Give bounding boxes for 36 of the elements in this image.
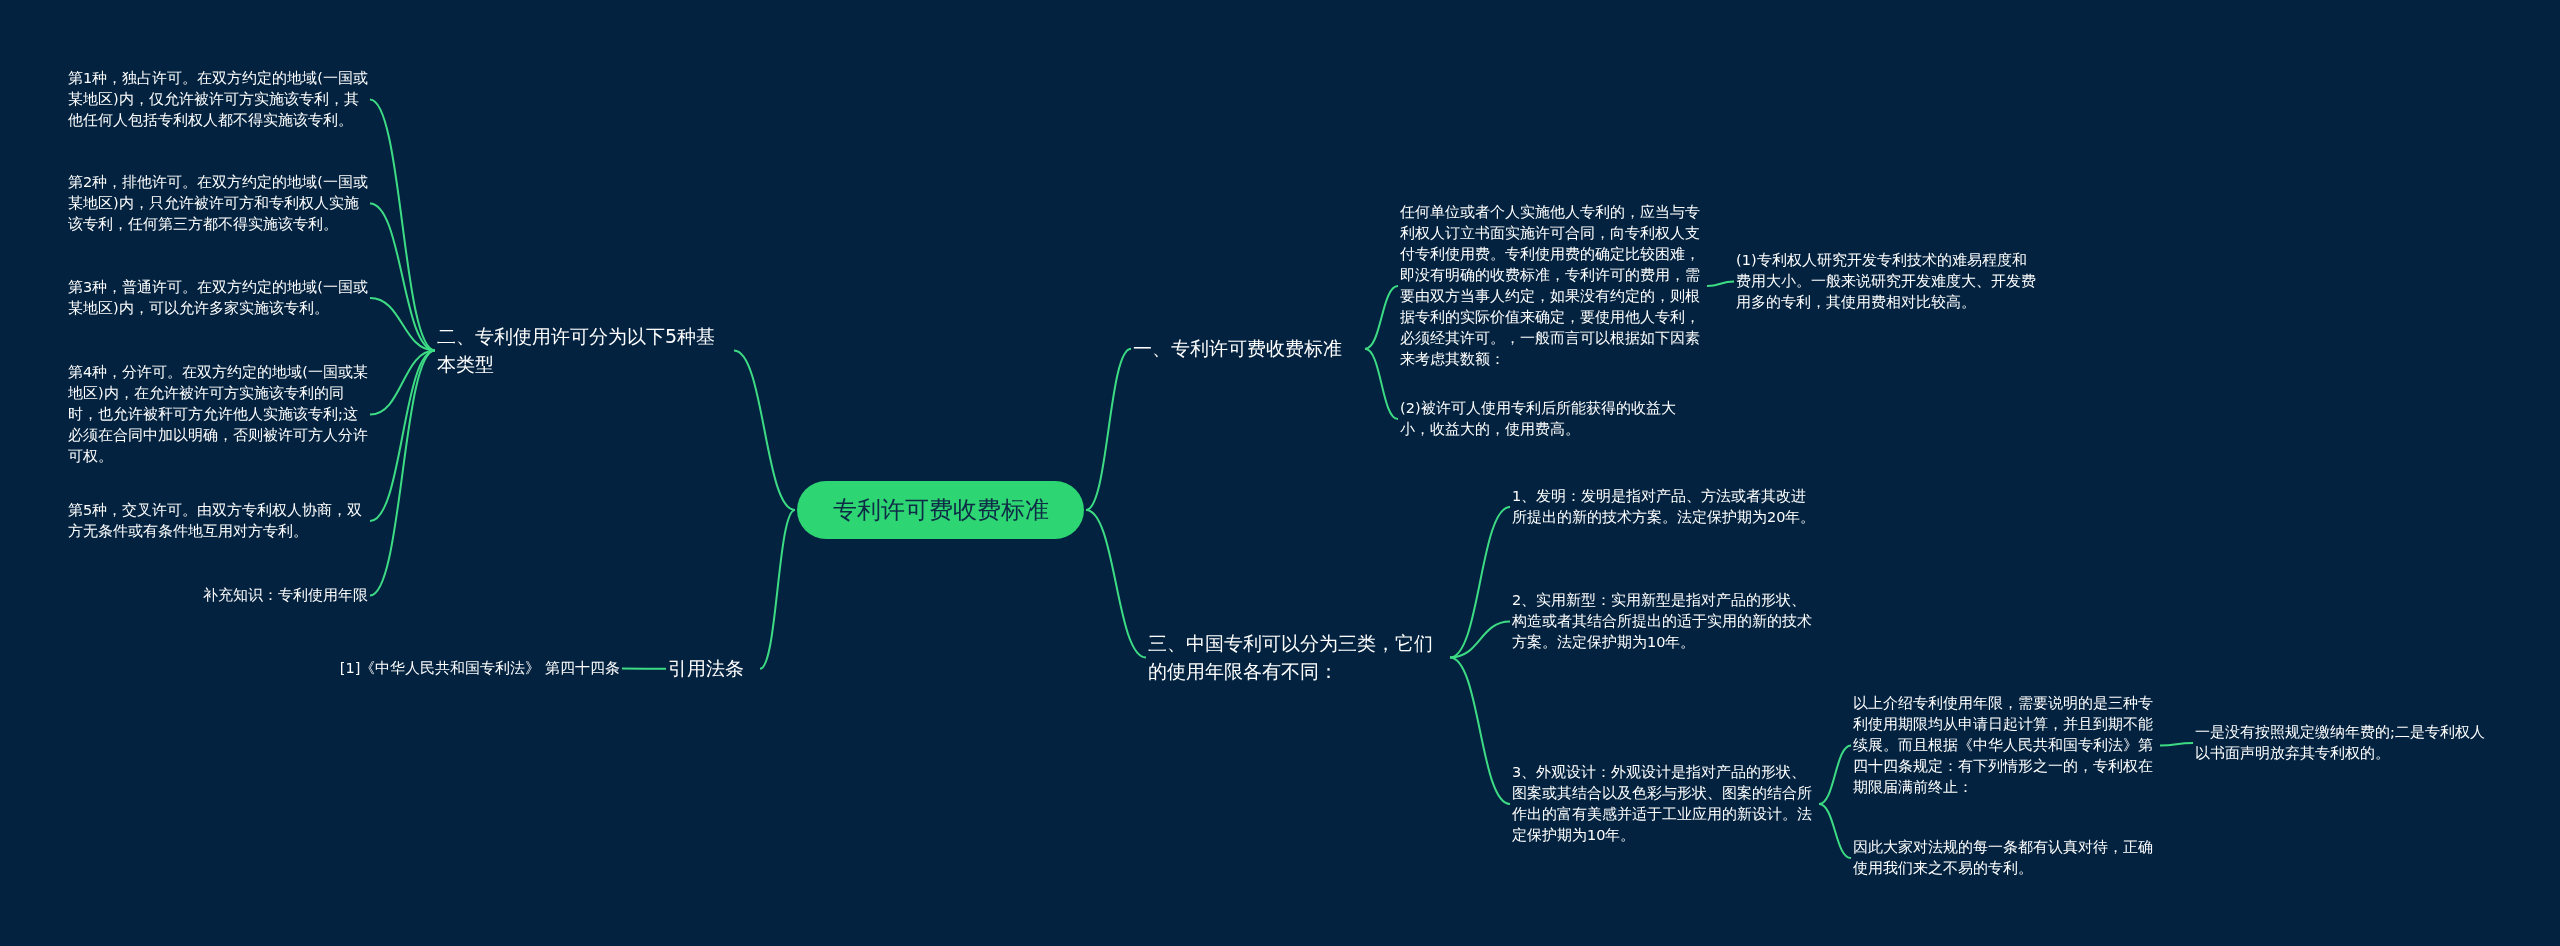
central-topic: 专利许可费收费标准: [797, 481, 1084, 539]
note-text: (1)专利权人研究开发专利技术的难易程度和费用大小。一般来说研究开发难度大、开发费用多的专利，其使用费相对比较高。: [1736, 250, 2036, 314]
branch-topic: 引用法条: [668, 655, 758, 683]
note-text: 因此大家对法规的每一条都有认真对待，正确使用我们来之不易的专利。: [1853, 837, 2158, 880]
branch-topic: 二、专利使用许可分为以下5种基本类型: [437, 323, 732, 379]
note-text: 第4种，分许可。在双方约定的地域(一国或某地区)内，在允许被许可方实施该专利的同时，也允许被秆可方允许他人实施该专利;这必须在合同中加以明确，否则被许可方人分许可权。: [68, 362, 368, 468]
connector-line: [1449, 506, 1511, 659]
note-text: 第5种，交叉许可。由双方专利权人协商，双方无条件或有条件地互用对方专利。: [68, 500, 368, 543]
connector-line: [2159, 742, 2194, 747]
connector-line: [1085, 347, 1132, 511]
connector-line: [1449, 620, 1511, 659]
connector-line: [759, 509, 796, 670]
connector-line: [1818, 803, 1852, 859]
note-text: 任何单位或者个人实施他人专利的，应当与专利权人订立书面实施许可合同，向专利权人支付专利使用费。专利使用费的确定比较困难，即没有明确的收费标准，专利许可的费用，需要由双方当事人约定，如果没有约定的，则根据专利的实际价值来确定，要使用他人专利，必须经其许可。，一般而言可以根据如下因素来考虑其数额：: [1400, 202, 1705, 371]
connector-line: [369, 349, 436, 597]
note-text: 3、外观设计：外观设计是指对产品的形状、图案或其结合以及色彩与形状、图案的结合所作出的富有美感并适于工业应用的新设计。法定保护期为10年。: [1512, 762, 1817, 847]
note-text: 第3种，普通许可。在双方约定的地域(一国或某地区)内，可以允许多家实施该专利。: [68, 277, 368, 320]
connector-line: [1449, 656, 1511, 806]
note-text: 第1种，独占许可。在双方约定的地域(一国或某地区)内，仅允许被许可方实施该专利，其他任何人包括专利权人都不得实施该专利。: [68, 68, 368, 132]
note-text: 1、发明：发明是指对产品、方法或者其改进所提出的新的技术方案。法定保护期为20年。: [1512, 486, 1817, 529]
note-text: 补充知识：专利使用年限: [150, 585, 368, 606]
branch-topic: 一、专利许可费收费标准: [1133, 335, 1363, 363]
connector-line: [1706, 280, 1735, 288]
note-text: 2、实用新型：实用新型是指对产品的形状、构造或者其结合所提出的适于实用的新的技术方案。法定保护期为10年。: [1512, 590, 1817, 654]
note-text: [1]《中华人民共和国专利法》 第四十四条: [310, 658, 620, 679]
branch-topic: 三、中国专利可以分为三类，它们的使用年限各有不同：: [1148, 630, 1448, 686]
connector-line: [1085, 509, 1147, 659]
connector-line: [1818, 744, 1852, 806]
note-text: 第2种，排他许可。在双方约定的地域(一国或某地区)内，只允许被许可方和专利权人实施该专利，任何第三方都不得实施该专利。: [68, 172, 368, 236]
connector-line: [1364, 285, 1399, 350]
connector-line: [1364, 347, 1399, 420]
note-text: 以上介绍专利使用年限，需要说明的是三种专利使用期限均从申请日起计算，并且到期不能续展。而且根据《中华人民共和国专利法》第四十四条规定：有下列情形之一的，专利权在期限届满前终止：: [1853, 693, 2158, 799]
connector-line: [733, 349, 796, 511]
note-text: (2)被许可人使用专利后所能获得的收益大小，收益大的，使用费高。: [1400, 398, 1700, 441]
connector-line: [621, 667, 667, 670]
note-text: 一是没有按照规定缴纳年费的;二是专利权人以书面声明放弃其专利权的。: [2195, 722, 2495, 765]
